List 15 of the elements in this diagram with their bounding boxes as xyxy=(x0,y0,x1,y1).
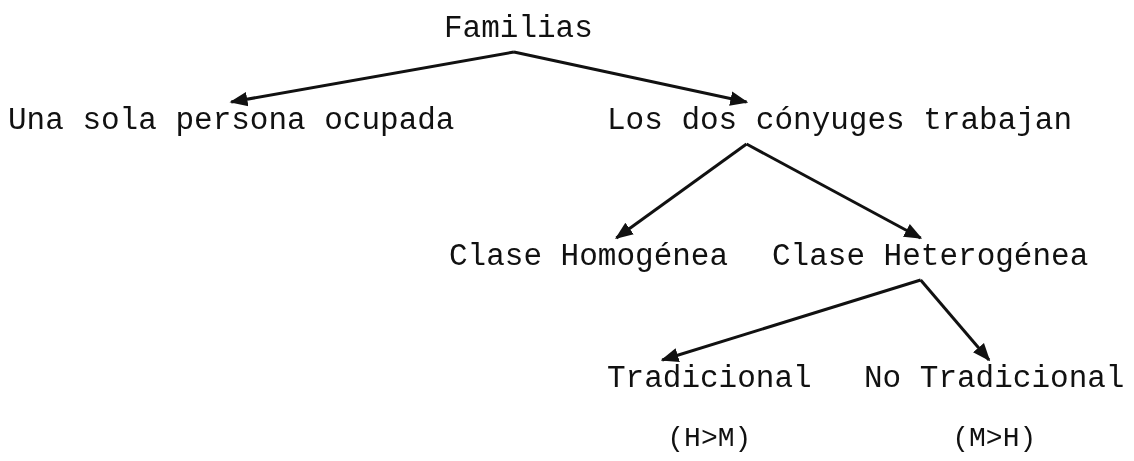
arrow xyxy=(745,142,923,240)
node-label: Clase Heterogénea xyxy=(772,240,1089,274)
node-label: Una sola persona ocupada xyxy=(8,104,455,138)
node-sublabel: (M>H) xyxy=(951,422,1038,456)
arrow xyxy=(229,50,515,107)
arrow xyxy=(919,279,991,362)
node-label: Tradicional xyxy=(607,362,812,396)
node-label: Los dos cónyuges trabajan xyxy=(607,104,1073,138)
arrow xyxy=(614,142,748,240)
arrow xyxy=(513,50,749,106)
node-label: Clase Homogénea xyxy=(449,240,729,274)
node-sublabel: (H>M) xyxy=(666,422,753,456)
node-label: Familias xyxy=(444,12,593,46)
arrow xyxy=(660,278,922,363)
node-label: No Tradicional xyxy=(864,362,1125,396)
